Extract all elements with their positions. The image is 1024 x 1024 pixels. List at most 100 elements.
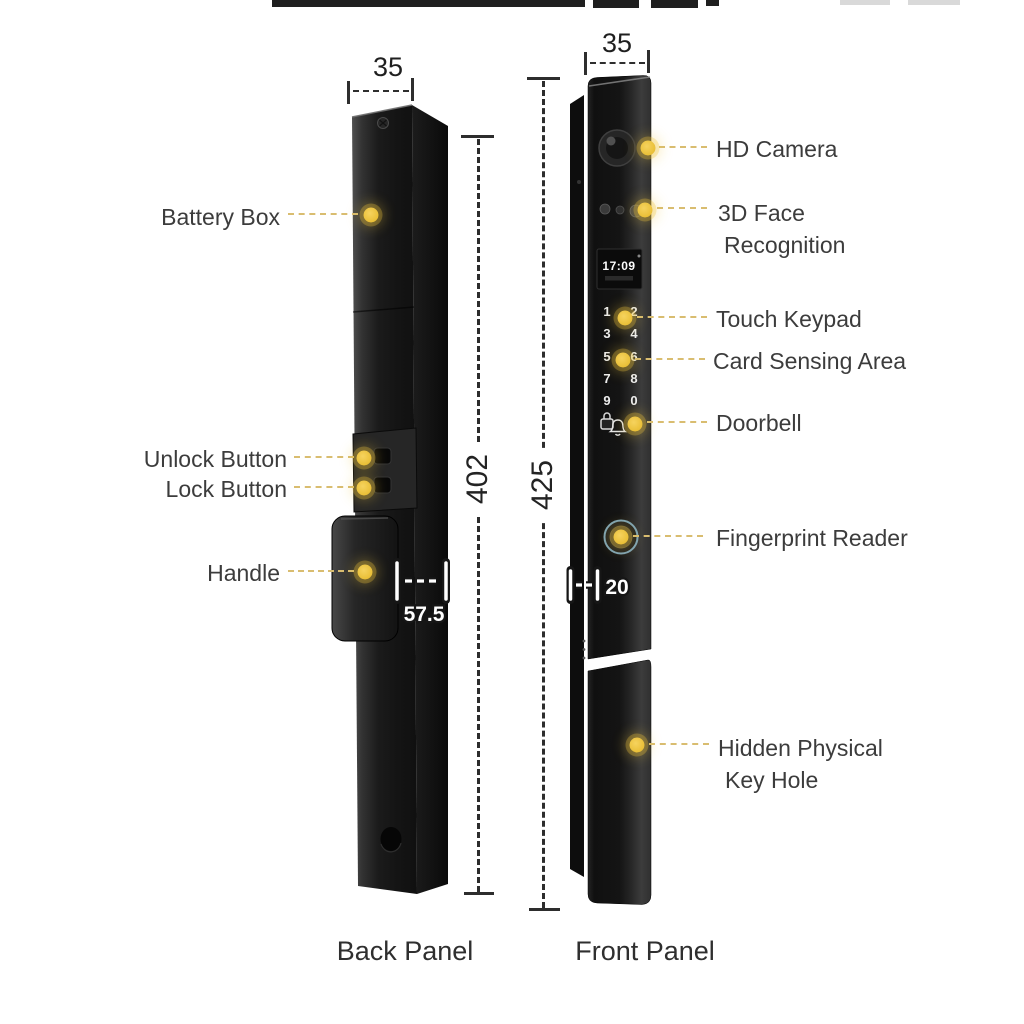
- key-7: 7: [603, 371, 610, 386]
- dim-cap: [529, 908, 560, 911]
- leader-line: [633, 535, 703, 537]
- leader-line: [659, 146, 707, 148]
- card-sensing-label: Card Sensing Area: [713, 348, 907, 374]
- face-sensor-icon: [599, 203, 611, 215]
- front-panel-upper-face: [587, 75, 652, 660]
- back-panel-caption: Back Panel: [336, 936, 474, 966]
- cropped-text-remnant: [706, 0, 719, 6]
- leader-line: [637, 316, 707, 318]
- battery-box-dot: [363, 207, 379, 223]
- unlock-button-label: Unlock Button: [143, 446, 287, 472]
- front-panel-top-rim: [588, 76, 651, 87]
- dim-dash: [353, 90, 409, 92]
- screen-subtext-bar: [605, 276, 633, 281]
- touch-keypad-dot: [617, 310, 633, 326]
- dim-cap: [461, 135, 494, 138]
- dim-tick: [584, 52, 587, 75]
- screen-indicator: [637, 254, 641, 258]
- edge-dimension: 20: [566, 566, 631, 604]
- unlock-button-knob: [373, 447, 392, 465]
- card-sensing-dot: [615, 352, 631, 368]
- camera-glint: [606, 136, 616, 146]
- mic-hole: [577, 180, 581, 184]
- handle-dot: [357, 564, 373, 580]
- handle-offset-dimension: 57.5: [393, 558, 450, 628]
- back-panel-top-edge: [351, 104, 413, 118]
- key-0: 0: [630, 393, 637, 408]
- button-module: [352, 427, 418, 513]
- keyhole-line2: Key Hole: [725, 767, 819, 793]
- cable-hole: [380, 827, 402, 851]
- keyhole-line1: Hidden Physical: [718, 735, 883, 761]
- front-panel-graphic: 17:09 1 2 3 4 5 6 7 8 9 0 #: [570, 75, 652, 905]
- dim-tick: [411, 78, 414, 101]
- handle-label: Handle: [207, 560, 280, 586]
- key-6: 6: [630, 349, 637, 364]
- battery-box-label: Battery Box: [161, 204, 280, 230]
- fingerprint-dot: [613, 529, 629, 545]
- cable-hole-rim: [380, 842, 402, 853]
- leader-line: [649, 743, 709, 745]
- key-8: 8: [630, 371, 637, 386]
- edge-dimension-value: 20: [605, 576, 628, 599]
- leader-line: [635, 358, 705, 360]
- leader-line: [294, 486, 354, 488]
- handle-offset-value: 57.5: [404, 603, 445, 626]
- leader-line: [288, 213, 358, 215]
- fingerprint-label: Fingerprint Reader: [716, 525, 908, 551]
- face-recognition-label: 3D Face Recognition: [718, 197, 845, 261]
- touch-keypad-label: Touch Keypad: [716, 306, 862, 332]
- key-3: 3: [603, 326, 610, 341]
- hd-camera-label: HD Camera: [716, 136, 838, 162]
- keyhole-label: Hidden Physical Key Hole: [718, 732, 883, 796]
- screw-slot: [379, 119, 387, 127]
- lock-button-label: Lock Button: [165, 476, 287, 502]
- hd-camera-dot: [640, 140, 656, 156]
- dim-cap: [527, 77, 560, 80]
- dim-dash: [590, 62, 645, 64]
- leader-line: [294, 456, 354, 458]
- dim-tick: [347, 81, 350, 104]
- face-sensor-icon: [615, 205, 625, 215]
- cropped-text-remnant: [272, 0, 585, 7]
- key-1: 1: [603, 304, 610, 319]
- keyhole-dot: [629, 737, 645, 753]
- face-recognition-dot: [637, 202, 653, 218]
- lock-button-knob: [373, 476, 392, 494]
- dim-cap: [464, 892, 494, 895]
- leader-line: [288, 570, 354, 572]
- speaker-hole: [582, 648, 586, 651]
- bell-icon: [608, 419, 628, 436]
- doorbell-dot: [627, 416, 643, 432]
- handle-highlight: [340, 517, 389, 520]
- front-height-dimension: 425: [524, 449, 562, 521]
- key-5: 5: [603, 349, 610, 364]
- back-height-dimension: 402: [459, 443, 497, 515]
- back-width-dimension: 35: [372, 52, 404, 82]
- key-2: 2: [630, 304, 637, 319]
- leader-line: [647, 421, 707, 423]
- front-panel-left-edge: [570, 95, 584, 877]
- unlock-button-dot: [356, 450, 372, 466]
- battery-cover-seam: [352, 306, 415, 313]
- cropped-text-remnant: [840, 0, 890, 5]
- key-9: 9: [603, 393, 610, 408]
- dim-tick: [647, 50, 650, 73]
- back-panel-side-face: [412, 105, 448, 894]
- key-4: 4: [630, 326, 638, 341]
- front-panel-caption: Front Panel: [575, 936, 715, 966]
- front-panel-lower-face: [587, 659, 652, 905]
- speaker-hole: [582, 639, 586, 643]
- cropped-text-remnant: [593, 0, 639, 8]
- front-width-dimension: 35: [601, 28, 633, 58]
- cropped-text-remnant: [908, 0, 960, 5]
- lock-button-dot: [356, 480, 372, 496]
- face-recognition-line2: Recognition: [724, 232, 846, 258]
- doorbell-label: Doorbell: [716, 410, 802, 436]
- face-recognition-line1: 3D Face: [718, 200, 805, 226]
- leader-line: [657, 207, 707, 209]
- back-height-line: [477, 139, 480, 892]
- speaker-hole: [582, 656, 586, 660]
